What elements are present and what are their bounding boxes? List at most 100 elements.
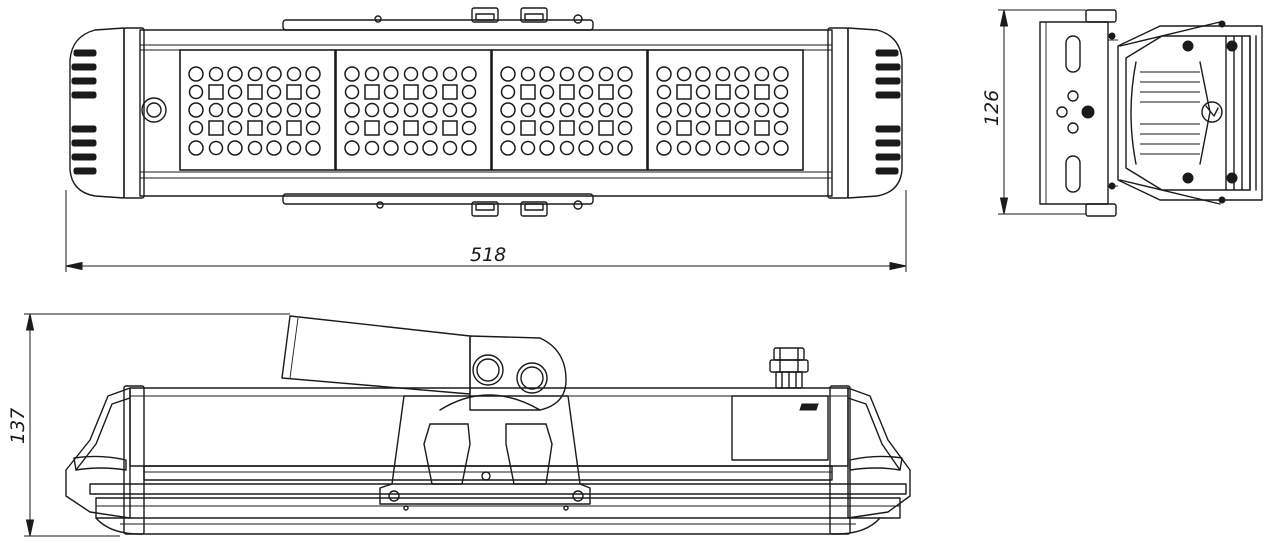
led-round	[305, 102, 321, 118]
led-square	[520, 120, 536, 136]
led-round	[383, 120, 399, 136]
led-round	[383, 84, 399, 100]
led-round	[598, 102, 614, 118]
led-round	[461, 120, 477, 136]
led-round	[403, 140, 419, 156]
led-round	[422, 102, 438, 118]
length-dimension: 518	[65, 190, 907, 272]
led-round	[344, 66, 360, 82]
led-round	[364, 140, 380, 156]
led-round	[383, 66, 399, 82]
led-round	[266, 66, 282, 82]
led-round	[559, 102, 575, 118]
led-square	[559, 84, 575, 100]
bottom-bolts	[376, 200, 583, 217]
led-round	[617, 102, 633, 118]
led-square	[247, 120, 263, 136]
led-square	[208, 120, 224, 136]
led-modules	[179, 49, 804, 171]
led-square	[364, 120, 380, 136]
led-square	[754, 84, 770, 100]
led-round	[520, 66, 536, 82]
led-round	[734, 140, 750, 156]
led-round	[500, 140, 516, 156]
led-round	[286, 102, 302, 118]
led-round	[695, 102, 711, 118]
front-view	[69, 7, 903, 217]
led-round	[773, 102, 789, 118]
led-round	[578, 102, 594, 118]
led-round	[773, 140, 789, 156]
led-round	[266, 102, 282, 118]
led-round	[559, 66, 575, 82]
led-round	[442, 102, 458, 118]
led-round	[305, 66, 321, 82]
led-square	[715, 120, 731, 136]
led-round	[676, 140, 692, 156]
width-dimension: 126	[981, 9, 1086, 215]
led-round	[656, 84, 672, 100]
led-square	[403, 120, 419, 136]
led-round	[247, 66, 263, 82]
end-fins	[1225, 35, 1257, 191]
led-round	[656, 66, 672, 82]
led-round	[578, 140, 594, 156]
led-square	[676, 84, 692, 100]
led-round	[403, 102, 419, 118]
led-round	[247, 102, 263, 118]
led-round	[695, 66, 711, 82]
led-round	[676, 66, 692, 82]
led-round	[676, 102, 692, 118]
led-round	[442, 66, 458, 82]
led-round	[305, 120, 321, 136]
led-round	[442, 140, 458, 156]
led-round	[422, 66, 438, 82]
led-module	[647, 49, 804, 171]
led-round	[656, 120, 672, 136]
led-round	[383, 102, 399, 118]
led-square	[442, 120, 458, 136]
led-round	[754, 66, 770, 82]
led-round	[520, 102, 536, 118]
length-label: 518	[470, 244, 506, 266]
led-round	[227, 120, 243, 136]
led-square	[364, 84, 380, 100]
led-round	[500, 66, 516, 82]
left-fins	[71, 49, 97, 175]
led-round	[461, 66, 477, 82]
led-round	[598, 66, 614, 82]
led-round	[539, 140, 555, 156]
right-fins	[875, 49, 901, 175]
led-round	[656, 102, 672, 118]
led-module	[491, 49, 648, 171]
led-module	[179, 49, 336, 171]
led-round	[617, 66, 633, 82]
led-round	[461, 84, 477, 100]
led-round	[773, 84, 789, 100]
led-square	[754, 120, 770, 136]
led-round	[208, 66, 224, 82]
led-round	[266, 140, 282, 156]
led-round	[422, 84, 438, 100]
led-round	[734, 102, 750, 118]
led-square	[403, 84, 419, 100]
led-round	[617, 120, 633, 136]
led-round	[208, 102, 224, 118]
led-square	[559, 120, 575, 136]
led-round	[539, 84, 555, 100]
led-square	[715, 84, 731, 100]
led-round	[734, 120, 750, 136]
led-round	[715, 102, 731, 118]
led-round	[734, 84, 750, 100]
led-round	[188, 140, 204, 156]
led-round	[578, 120, 594, 136]
led-square	[286, 120, 302, 136]
led-square	[286, 84, 302, 100]
led-round	[227, 66, 243, 82]
led-round	[520, 140, 536, 156]
led-round	[461, 102, 477, 118]
led-round	[539, 120, 555, 136]
led-round	[227, 84, 243, 100]
led-round	[754, 140, 770, 156]
led-square	[442, 84, 458, 100]
